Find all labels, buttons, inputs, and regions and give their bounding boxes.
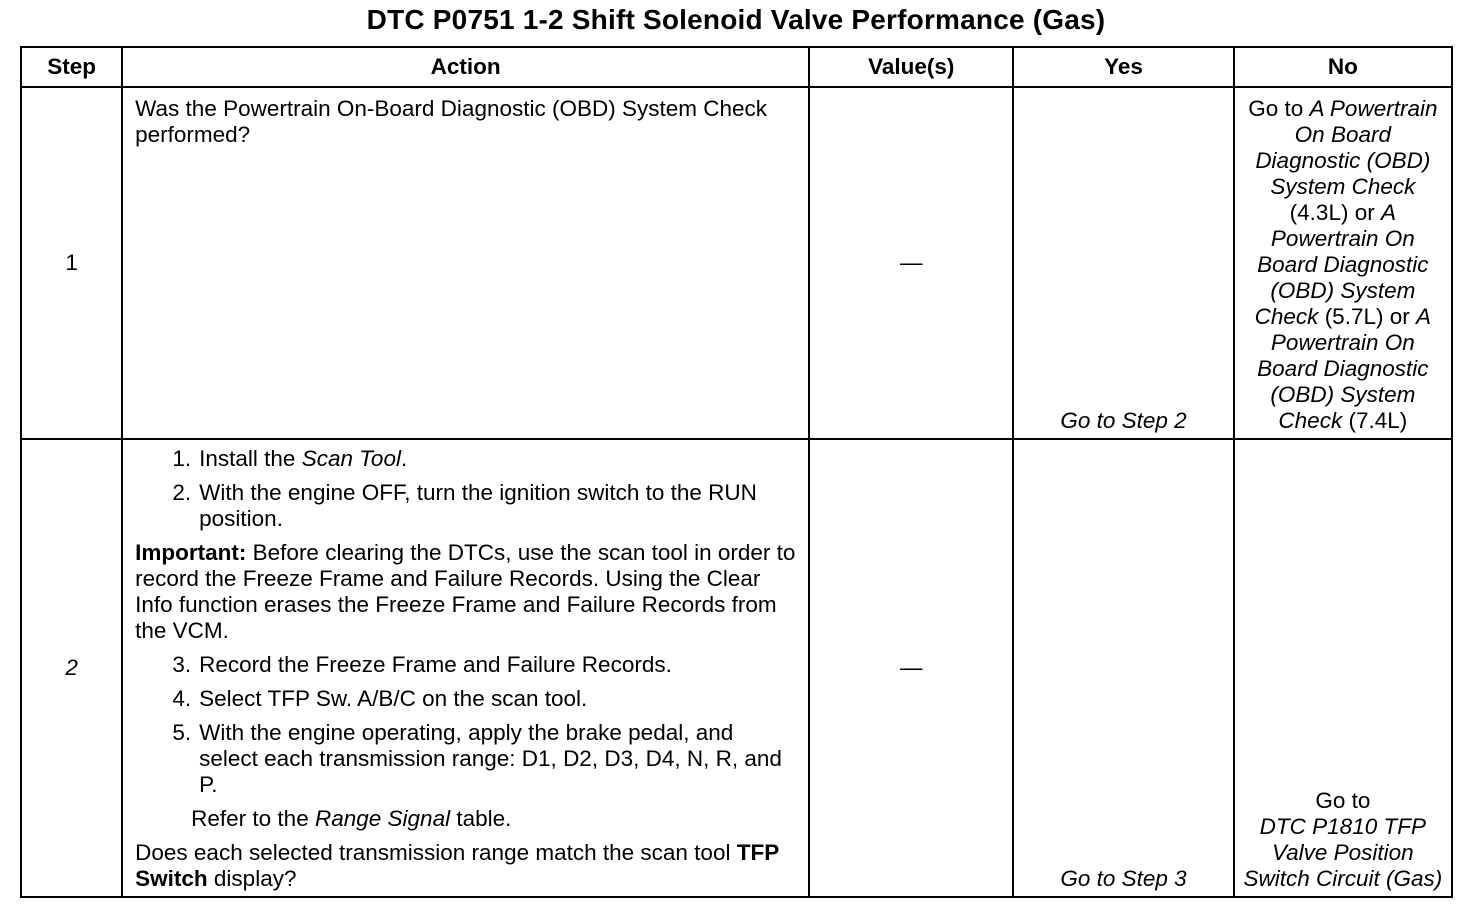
step-text: Select TFP Sw. A/B/C on the scan tool. xyxy=(199,686,588,711)
header-yes: Yes xyxy=(1012,46,1235,88)
list-item: 2. With the engine OFF, turn the ignitio… xyxy=(135,480,798,532)
step-index: 4. xyxy=(172,686,192,711)
header-action: Action xyxy=(121,46,811,88)
diagnostic-table: Step Action Value(s) Yes No 1 Was the Po… xyxy=(19,46,1454,898)
step-index: 2. xyxy=(172,480,192,505)
header-no: No xyxy=(1232,46,1454,88)
no-reference-link[interactable]: A Powertrain On Board Diagnostic (OBD) S… xyxy=(1257,304,1432,433)
yes-cell: Go to Step 3 xyxy=(1012,438,1235,898)
values-text: — xyxy=(899,250,923,275)
scan-tool-link[interactable]: Scan Tool xyxy=(301,446,401,471)
values-text: — xyxy=(899,655,923,680)
refer-note: Refer to the Range Signal table. xyxy=(191,806,512,831)
important-label: Important: xyxy=(135,540,247,565)
step-text: Record the Freeze Frame and Failure Reco… xyxy=(199,652,672,677)
action-cell: 1. Install the Scan Tool. 2. With the en… xyxy=(121,438,811,898)
question-text: Does each selected transmission range ma… xyxy=(135,840,779,891)
no-reference-link[interactable]: A Powertrain On Board Diagnostic (OBD) S… xyxy=(1254,200,1429,329)
action-cell: Was the Powertrain On-Board Diagnostic (… xyxy=(121,86,811,440)
table-row: 2 1. Install the Scan Tool. 2. With the … xyxy=(19,438,1454,898)
yes-link[interactable]: Go to Step 3 xyxy=(1060,866,1187,891)
action-steps: 1. Install the Scan Tool. 2. With the en… xyxy=(135,446,798,532)
action-text: Was the Powertrain On-Board Diagnostic (… xyxy=(135,96,768,147)
step-index: 3. xyxy=(172,652,192,677)
step-number-text: 2 xyxy=(65,655,78,680)
no-go-to: Go to xyxy=(1315,788,1371,813)
no-engine-note: (5.7L) or xyxy=(1324,304,1410,329)
no-cell: Go to A Powertrain On Board Diagnostic (… xyxy=(1232,86,1454,440)
no-go-to: Go to xyxy=(1248,96,1304,121)
important-note: Important: Before clearing the DTCs, use… xyxy=(135,540,798,644)
no-cell: Go to DTC P1810 TFP Valve Position Switc… xyxy=(1232,438,1454,898)
step-text: Install the Scan Tool. xyxy=(199,446,408,471)
yes-cell: Go to Step 2 xyxy=(1012,86,1235,440)
list-item: 5. With the engine operating, apply the … xyxy=(135,720,798,798)
range-signal-link[interactable]: Range Signal xyxy=(314,806,451,831)
values-cell: — xyxy=(808,438,1015,898)
header-row: Step Action Value(s) Yes No xyxy=(19,46,1454,88)
step-number: 1 xyxy=(19,86,124,440)
header-values: Value(s) xyxy=(808,46,1015,88)
no-reference-link[interactable]: A Powertrain On Board Diagnostic (OBD) S… xyxy=(1255,96,1438,199)
step-text: With the engine operating, apply the bra… xyxy=(199,720,782,797)
list-item: 4. Select TFP Sw. A/B/C on the scan tool… xyxy=(135,686,798,712)
yes-link[interactable]: Go to Step 2 xyxy=(1060,408,1187,433)
header-step: Step xyxy=(19,46,124,88)
table-row: 1 Was the Powertrain On-Board Diagnostic… xyxy=(19,86,1454,440)
no-engine-note: (4.3L) or xyxy=(1289,200,1375,225)
list-item: 1. Install the Scan Tool. xyxy=(135,446,798,472)
action-steps: 3. Record the Freeze Frame and Failure R… xyxy=(135,652,798,798)
values-cell: — xyxy=(808,86,1015,440)
step-index: 5. xyxy=(172,720,192,745)
important-text: Before clearing the DTCs, use the scan t… xyxy=(135,540,796,643)
step-index: 1. xyxy=(172,446,192,471)
step-number: 2 xyxy=(19,438,124,898)
no-reference-link[interactable]: DTC P1810 TFP Valve Position Switch Circ… xyxy=(1243,814,1443,891)
step-text: With the engine OFF, turn the ignition s… xyxy=(199,480,757,531)
page-title: DTC P0751 1-2 Shift Solenoid Valve Perfo… xyxy=(366,4,1106,35)
list-item: 3. Record the Freeze Frame and Failure R… xyxy=(135,652,798,678)
no-engine-note: (7.4L) xyxy=(1348,408,1408,433)
